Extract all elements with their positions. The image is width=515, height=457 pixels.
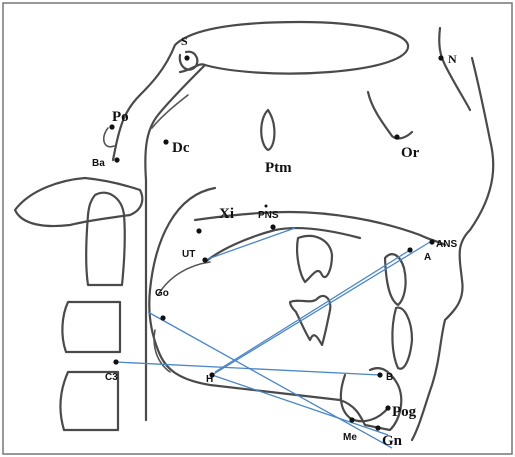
vertebra-c1 [13,176,144,228]
point-or [394,134,400,140]
label-ans: ANS [436,239,457,250]
point-dc [163,139,169,145]
ptm-outline [260,108,276,152]
label-dc: Dc [172,140,190,156]
line-ut-pns [204,227,296,261]
clivus-inner [151,94,189,129]
point-ba [114,157,120,163]
molar-lower [288,294,332,347]
nasal-line [410,56,495,442]
vertebra-c2 [85,191,126,287]
label-s: S [181,34,188,48]
label-c3: C3 [105,372,118,383]
label-ba: Ba [92,158,105,169]
symphysis [339,373,390,423]
mandible-outline [148,186,403,432]
point-c3 [113,359,119,365]
point-h [209,372,215,378]
line-a-h [214,249,411,373]
label-pns: PNS [258,210,279,221]
porion-ring [102,127,115,148]
point-s [184,55,190,61]
oral-inner [157,261,211,296]
sella-turcica [178,50,199,71]
label-me: Me [343,432,357,443]
ramus-inner [153,329,171,373]
label-go: Go [155,288,169,299]
label-gn: Gn [382,433,403,449]
point-pog [385,405,391,411]
point-b [377,372,383,378]
incisor-lower [391,306,414,370]
clivus [144,63,207,422]
point-pns [270,224,276,230]
point-ut [202,257,208,263]
label-ptm: Ptm [265,160,292,176]
label-po: Po [112,109,129,125]
point-a [407,247,413,253]
label-ut: UT [182,249,195,260]
point-me [349,417,355,423]
line-go-gn [147,311,393,449]
label-n: N [448,52,457,66]
point-go [160,315,166,321]
point-misc [264,204,268,208]
line-c3-b [115,361,381,376]
point-ans [429,239,435,245]
point-gn [375,425,381,431]
sella-outline [111,20,410,162]
label-b: B [386,372,393,383]
label-pog: Pog [392,404,417,420]
point-n [438,55,444,61]
label-xi: Xi [219,206,234,222]
vertebra-c3 [61,300,122,354]
incisor-upper [383,253,407,307]
line-h-ans [211,241,431,376]
label-or: Or [401,145,420,161]
line-h-gn [211,374,389,436]
maxilla-upper [193,210,447,247]
label-a: A [424,252,431,263]
point-xi [196,228,202,234]
molar-upper [296,234,334,284]
label-h: H [206,374,213,385]
vertebra-c4 [59,370,120,432]
point-po [109,124,115,130]
frontal-bone [438,26,472,112]
palate [203,226,362,264]
orbit [366,90,414,140]
